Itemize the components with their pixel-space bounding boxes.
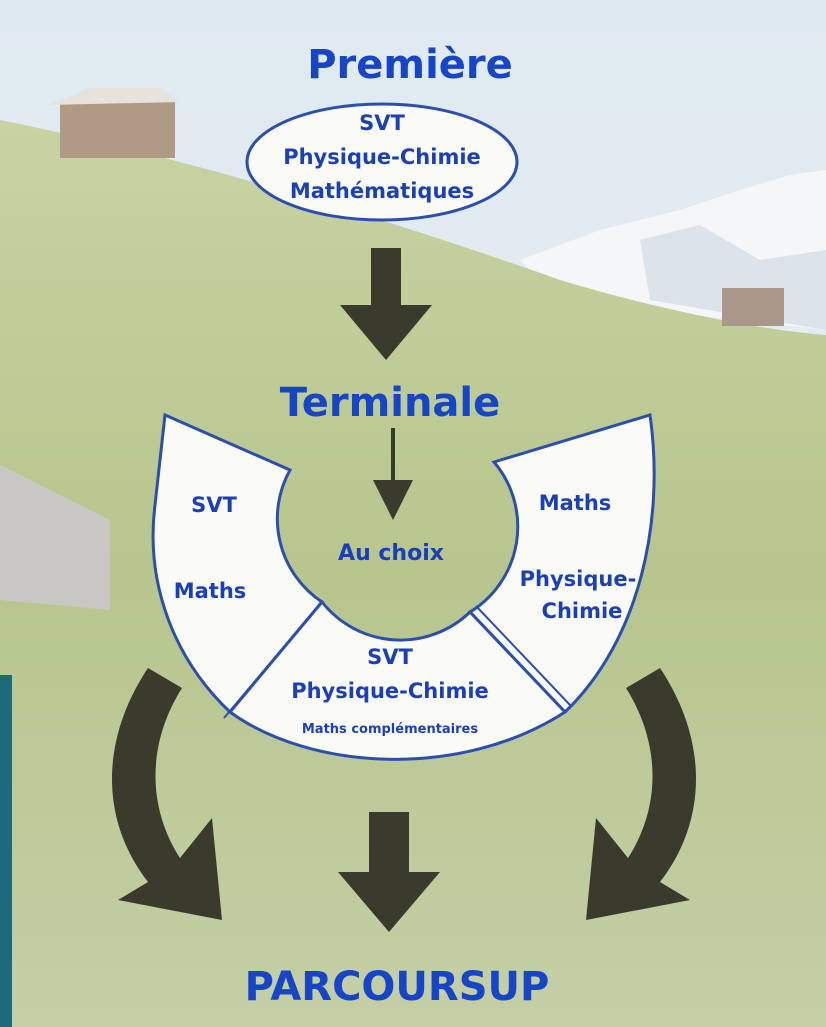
bottom-segment — [227, 599, 568, 761]
meadow — [0, 120, 826, 1027]
chalet-left — [60, 100, 175, 158]
terminale-choice-wheel — [151, 412, 656, 761]
chalet-left-roof — [48, 88, 180, 105]
premiere-subject: SVT — [359, 111, 405, 135]
right-segment-label: Physique- — [520, 567, 637, 591]
center-label: Au choix — [338, 541, 444, 566]
teal-edge — [0, 675, 12, 1027]
chalet-foreground — [0, 465, 110, 610]
left-segment-label: Maths — [174, 579, 247, 603]
curved-arrow-icon — [112, 668, 222, 920]
right-segment-label: Chimie — [542, 599, 623, 623]
chalet-right — [722, 288, 784, 326]
thick-down-arrow-icon — [340, 248, 432, 360]
premiere-title: Première — [307, 42, 513, 88]
bottom-segment-label: Physique-Chimie — [291, 679, 489, 703]
right-segment-label: Maths — [539, 491, 612, 515]
bottom-segment-label: Maths complémentaires — [302, 722, 478, 737]
premiere-ellipse — [245, 102, 519, 222]
thick-down-arrow-icon — [338, 812, 440, 932]
left-segment-label: SVT — [191, 493, 237, 517]
curved-arrow-icon — [586, 668, 696, 920]
segment-divider — [475, 605, 572, 707]
premiere-subject: Physique-Chimie — [283, 145, 481, 169]
bottom-segment-label: SVT — [367, 645, 413, 669]
premiere-subject: Mathématiques — [290, 179, 474, 203]
segment-divider — [223, 608, 317, 719]
parcoursup-label: PARCOURSUP — [245, 964, 550, 1010]
terminale-title: Terminale — [280, 380, 501, 426]
